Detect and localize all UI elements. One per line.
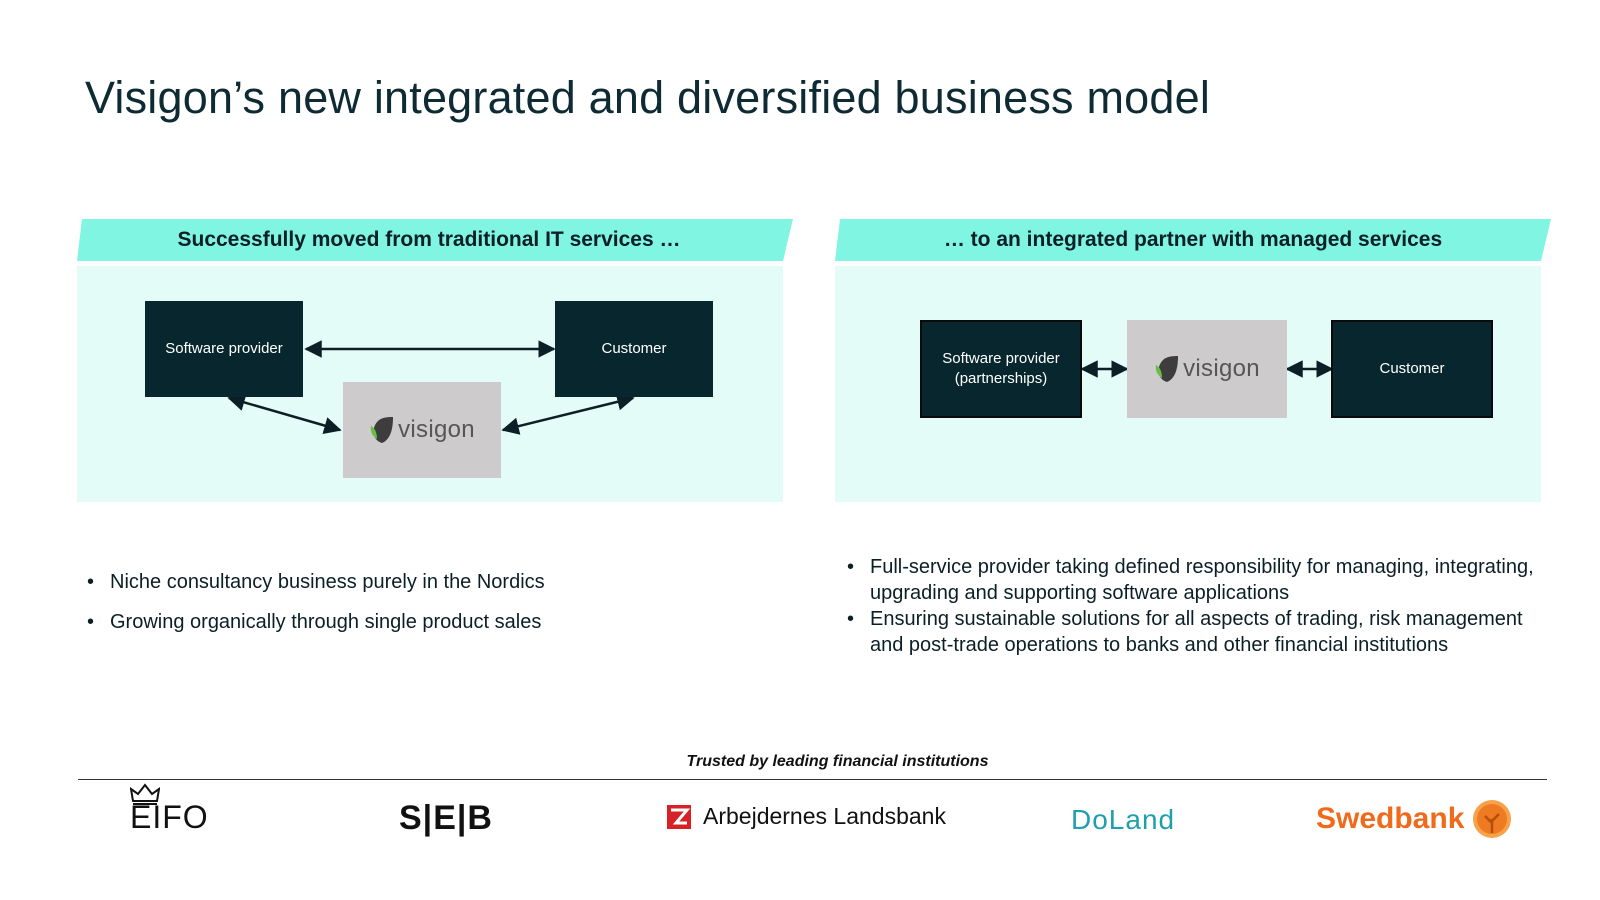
swedbank-logo-text: Swedbank <box>1316 802 1465 835</box>
partner-customer-box: Customer <box>1331 320 1493 418</box>
left-diagram-arrows <box>227 340 635 435</box>
arbejdernes-landsbank-logo: Arbejdernes Landsbank <box>667 803 946 830</box>
left-panel-header-text: Successfully moved from traditional IT s… <box>177 228 681 251</box>
left-panel: Successfully moved from traditional IT s… <box>77 219 783 502</box>
arrow-provider-visigon <box>227 393 342 435</box>
partner-software-provider-label: Software provider (partnerships) <box>942 349 1060 389</box>
right-diagram-arrows <box>1080 360 1334 378</box>
visigon-center-box: visigon <box>1127 320 1287 418</box>
partner-software-provider-line1: Software provider <box>942 350 1060 367</box>
eifo-logo: EIFO <box>130 783 209 836</box>
visigon-logo-text: visigon <box>398 416 475 443</box>
visigon-logo-right: visigon <box>1154 355 1260 383</box>
left-bullet-item: Growing organically through single produ… <box>84 609 784 635</box>
arrow-customer-visigon <box>501 393 635 435</box>
visigon-box: visigon <box>343 382 501 478</box>
partner-software-provider-line2: (partnerships) <box>954 370 1048 387</box>
visigon-leaf-icon-right <box>1155 356 1179 382</box>
right-bullet-item: Ensuring sustainable solutions for all a… <box>844 606 1544 658</box>
customer-box: Customer <box>555 301 713 397</box>
crown-icon <box>130 783 160 805</box>
left-bullet-item: Niche consultancy business purely in the… <box>84 569 784 595</box>
right-bullet-item: Full-service provider taking defined res… <box>844 554 1544 606</box>
trusted-label: Trusted by leading financial institution… <box>686 753 989 770</box>
seb-logo: S|E|B <box>399 799 493 837</box>
customer-label: Customer <box>601 340 667 357</box>
arbejdernes-landsbank-text: Arbejdernes Landsbank <box>703 803 946 829</box>
right-panel-header: … to an integrated partner with managed … <box>835 219 1551 261</box>
page-title: Visigon’s new integrated and diversified… <box>85 72 1211 123</box>
visigon-logo: visigon <box>369 416 475 444</box>
left-panel-header: Successfully moved from traditional IT s… <box>77 219 793 261</box>
left-bullet-list: Niche consultancy business purely in the… <box>84 569 784 649</box>
right-panel-header-text: … to an integrated partner with managed … <box>943 228 1443 251</box>
doland-logo: DoLand <box>1071 804 1176 835</box>
visigon-logo-text-right: visigon <box>1183 355 1260 382</box>
software-provider-box: Software provider <box>145 301 303 397</box>
partner-software-provider-box: Software provider (partnerships) <box>920 320 1082 418</box>
logos-divider <box>78 779 1547 780</box>
arbejdernes-landsbank-icon <box>667 804 691 829</box>
right-bullet-list: Full-service provider taking defined res… <box>844 554 1544 658</box>
software-provider-label: Software provider <box>165 340 283 357</box>
eifo-logo-text: EIFO <box>130 799 209 835</box>
swedbank-oak-icon <box>1473 800 1512 838</box>
partner-customer-label: Customer <box>1379 360 1445 377</box>
visigon-leaf-icon <box>370 417 394 443</box>
right-panel: … to an integrated partner with managed … <box>835 219 1541 502</box>
swedbank-logo: Swedbank <box>1316 799 1512 839</box>
